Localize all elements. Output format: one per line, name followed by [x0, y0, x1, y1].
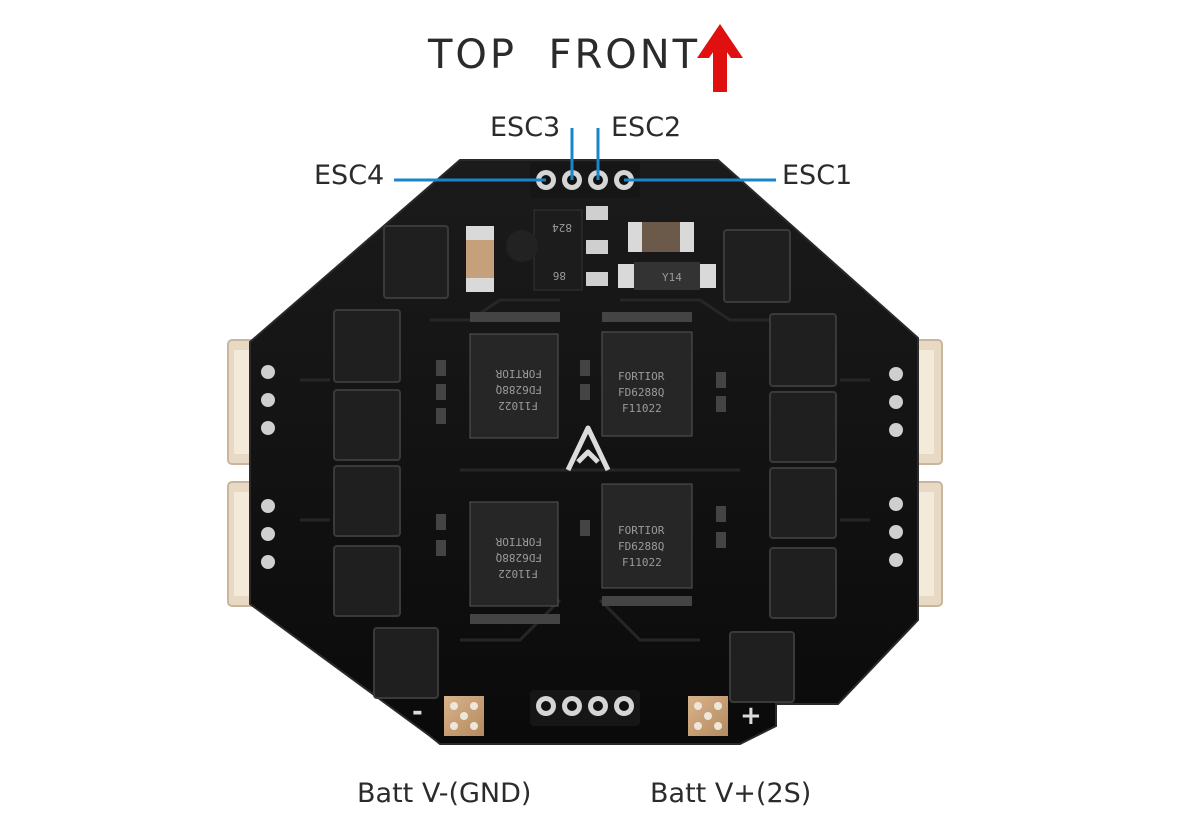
- esc-leader-lines: [394, 128, 776, 182]
- top-front-title: TOP FRONT: [427, 32, 700, 78]
- chip-model: FD6288Q: [618, 540, 664, 553]
- voltage-regulator: 824 86: [533, 206, 608, 291]
- chip-lot: F11022: [498, 399, 538, 412]
- esc3-label: ESC3: [490, 112, 560, 143]
- regulator-mark-1: 824: [552, 221, 572, 234]
- esc1-label: ESC1: [782, 160, 852, 191]
- driver-chip-bottom-right: FORTIOR FD6288Q F11022: [601, 483, 693, 589]
- driver-chip-bottom-left: FORTIOR FD6288Q F11022: [469, 501, 559, 607]
- minus-silkscreen: -: [412, 697, 423, 727]
- up-arrow-icon: [697, 24, 743, 92]
- batt-positive-label: Batt V+(2S): [650, 778, 811, 809]
- battery-negative-pad: [444, 696, 484, 736]
- capacitor-left: [466, 226, 538, 292]
- chip-model: FD6288Q: [496, 551, 542, 564]
- mosfets: [333, 225, 837, 703]
- chip-brand: FORTIOR: [618, 370, 665, 383]
- chip-lot: F11022: [498, 567, 538, 580]
- chip-model: FD6288Q: [618, 386, 664, 399]
- esc2-label: ESC2: [611, 112, 681, 143]
- esc4-label: ESC4: [314, 160, 384, 191]
- esc-signal-pads: [530, 162, 640, 198]
- chip-model: FD6288Q: [496, 383, 542, 396]
- motor-pads-left: [261, 365, 275, 569]
- battery-positive-pad: [688, 696, 728, 736]
- chip-lot: F11022: [622, 556, 662, 569]
- motor-pads-right: [889, 367, 903, 567]
- plus-silkscreen: +: [740, 701, 762, 731]
- driver-chip-top-right: FORTIOR FD6288Q F11022: [601, 331, 693, 437]
- pcb-board: [249, 159, 919, 745]
- chip-brand: FORTIOR: [495, 535, 542, 548]
- pcb-traces: [300, 298, 870, 642]
- regulator-mark-2: 86: [553, 269, 566, 282]
- chip-brand: FORTIOR: [618, 524, 665, 537]
- diode: Y14: [618, 262, 716, 290]
- batt-negative-label: Batt V-(GND): [357, 778, 531, 809]
- passive-components: [436, 312, 726, 624]
- chip-lot: F11022: [622, 402, 662, 415]
- driver-chip-top-left: FORTIOR FD6288Q F11022: [469, 333, 559, 439]
- diode-mark: Y14: [662, 271, 682, 284]
- chip-brand: FORTIOR: [495, 367, 542, 380]
- bottom-signal-pads: [530, 690, 640, 726]
- brand-logo-icon: [565, 425, 611, 472]
- capacitor-top-right: [628, 222, 694, 252]
